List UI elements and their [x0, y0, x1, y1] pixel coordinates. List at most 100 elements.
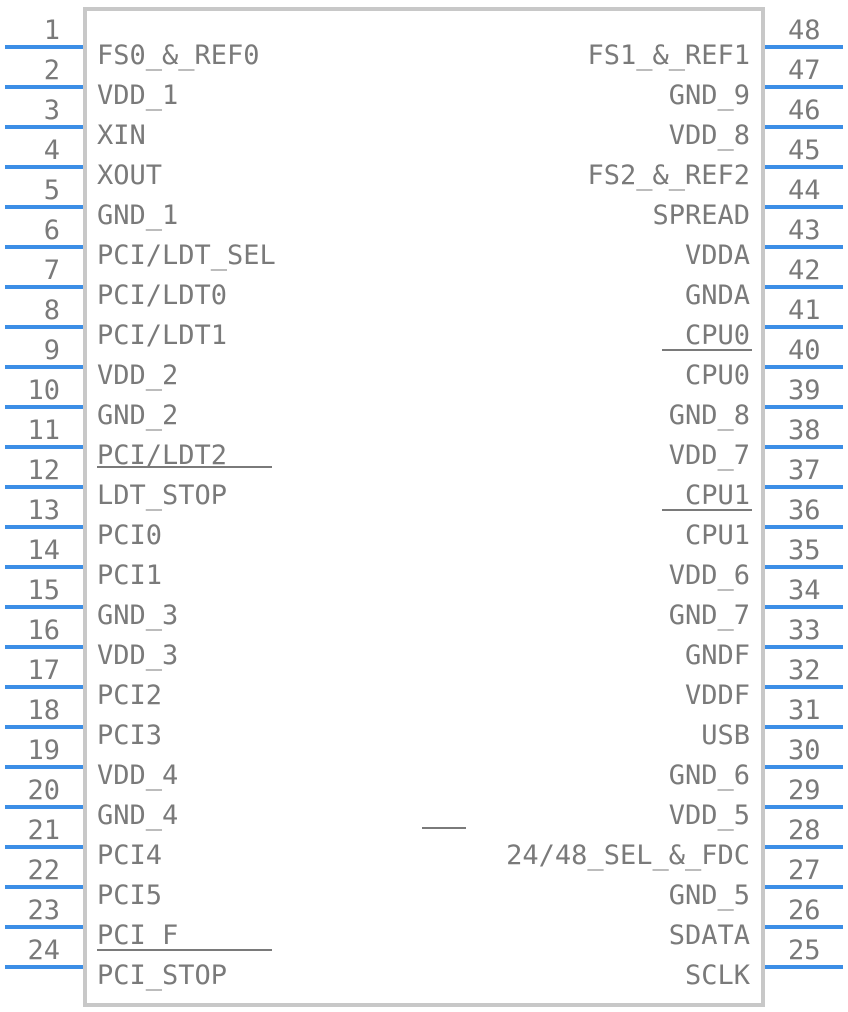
pin-number-45: 45	[788, 135, 821, 166]
pin-name-45: FS2_&_REF2	[587, 160, 750, 191]
pin-name-37: CPU1	[685, 480, 750, 511]
pin-name-46: VDD_8	[669, 120, 750, 151]
pin-number-22: 22	[27, 855, 60, 886]
pin-name-43: VDDA	[685, 240, 750, 271]
pin-name-16: VDD_3	[97, 640, 178, 671]
pin-number-14: 14	[27, 535, 60, 566]
pin-number-5: 5	[44, 175, 60, 206]
pin-number-7: 7	[44, 255, 60, 286]
pin-number-43: 43	[788, 215, 821, 246]
pin-number-40: 40	[788, 335, 821, 366]
pin-number-44: 44	[788, 175, 821, 206]
pin-number-31: 31	[788, 695, 821, 726]
pin-name-3: XIN	[97, 120, 146, 151]
pin-name-44: SPREAD	[652, 200, 750, 231]
pin-number-17: 17	[27, 655, 60, 686]
pin-number-23: 23	[27, 895, 60, 926]
pin-number-48: 48	[788, 15, 821, 46]
pin-number-9: 9	[44, 335, 60, 366]
pin-number-12: 12	[27, 455, 60, 486]
pin-name-12: LDT_STOP	[97, 480, 227, 511]
pin-name-48: FS1_&_REF1	[587, 40, 750, 71]
pin-name-30: GND_6	[669, 760, 750, 791]
pin-number-32: 32	[788, 655, 821, 686]
pin-number-38: 38	[788, 415, 821, 446]
pin-number-4: 4	[44, 135, 60, 166]
pin-number-24: 24	[27, 935, 60, 966]
pin-name-1: FS0_&_REF0	[97, 40, 260, 71]
pin-name-35: VDD_6	[669, 560, 750, 591]
pin-name-32: VDDF	[685, 680, 750, 711]
pin-name-22: PCI5	[97, 880, 162, 911]
pin-number-39: 39	[788, 375, 821, 406]
pin-number-27: 27	[788, 855, 821, 886]
pin-number-25: 25	[788, 935, 821, 966]
pin-number-10: 10	[27, 375, 60, 406]
pin-number-29: 29	[788, 775, 821, 806]
pin-number-19: 19	[27, 735, 60, 766]
pin-number-34: 34	[788, 575, 821, 606]
pin-name-2: VDD_1	[97, 80, 178, 111]
pin-name-41: CPU0	[685, 320, 750, 351]
pin-name-13: PCI0	[97, 520, 162, 551]
pin-name-24: PCI_STOP	[97, 960, 227, 991]
pin-name-14: PCI1	[97, 560, 162, 591]
pin-number-16: 16	[27, 615, 60, 646]
pin-number-33: 33	[788, 615, 821, 646]
active-low-overbars	[97, 349, 752, 951]
pin-number-26: 26	[788, 895, 821, 926]
pin-name-31: USB	[701, 720, 750, 751]
pin-name-9: VDD_2	[97, 360, 178, 391]
pin-number-6: 6	[44, 215, 60, 246]
pin-name-25: SCLK	[685, 960, 751, 991]
pin-name-19: VDD_4	[97, 760, 178, 791]
pin-name-36: CPU1	[685, 520, 750, 551]
pin-number-46: 46	[788, 95, 821, 126]
pin-number-11: 11	[27, 415, 60, 446]
pin-name-11: PCI/LDT2	[97, 440, 227, 471]
pin-number-20: 20	[27, 775, 60, 806]
pin-name-42: GNDA	[685, 280, 750, 311]
pin-name-7: PCI/LDT0	[97, 280, 227, 311]
pin-name-34: GND_7	[669, 600, 750, 631]
pin-name-15: GND_3	[97, 600, 178, 631]
pin-number-30: 30	[788, 735, 821, 766]
pin-name-17: PCI2	[97, 680, 162, 711]
pin-name-40: CPU0	[685, 360, 750, 391]
pin-name-23: PCI_F	[97, 920, 178, 951]
pin-name-26: SDATA	[669, 920, 750, 951]
pin-number-37: 37	[788, 455, 821, 486]
pin-number-3: 3	[44, 95, 60, 126]
pin-number-42: 42	[788, 255, 821, 286]
pin-number-28: 28	[788, 815, 821, 846]
pin-name-27: GND_5	[669, 880, 750, 911]
pin-name-18: PCI3	[97, 720, 162, 751]
pin-number-41: 41	[788, 295, 821, 326]
pin-number-21: 21	[27, 815, 60, 846]
component-body	[83, 7, 765, 1007]
pin-name-47: GND_9	[669, 80, 750, 111]
pin-number-18: 18	[27, 695, 60, 726]
pin-name-5: GND_1	[97, 200, 178, 231]
pin-name-21: PCI4	[97, 840, 162, 871]
pin-number-2: 2	[44, 55, 60, 86]
pin-name-10: GND_2	[97, 400, 178, 431]
pin-number-1: 1	[44, 15, 60, 46]
pin-number-13: 13	[27, 495, 60, 526]
pin-number-8: 8	[44, 295, 60, 326]
pin-name-6: PCI/LDT_SEL	[97, 240, 276, 271]
pin-name-28: 24/48_SEL_&_FDC	[506, 840, 750, 871]
pin-number-36: 36	[788, 495, 821, 526]
pin-name-20: GND_4	[97, 800, 178, 831]
pin-number-15: 15	[27, 575, 60, 606]
pin-name-4: XOUT	[97, 160, 162, 191]
pin-name-8: PCI/LDT1	[97, 320, 227, 351]
pin-name-29: VDD_5	[669, 800, 750, 831]
pin-number-47: 47	[788, 55, 821, 86]
pin-number-35: 35	[788, 535, 821, 566]
pin-name-39: GND_8	[669, 400, 750, 431]
pin-name-33: GNDF	[685, 640, 750, 671]
